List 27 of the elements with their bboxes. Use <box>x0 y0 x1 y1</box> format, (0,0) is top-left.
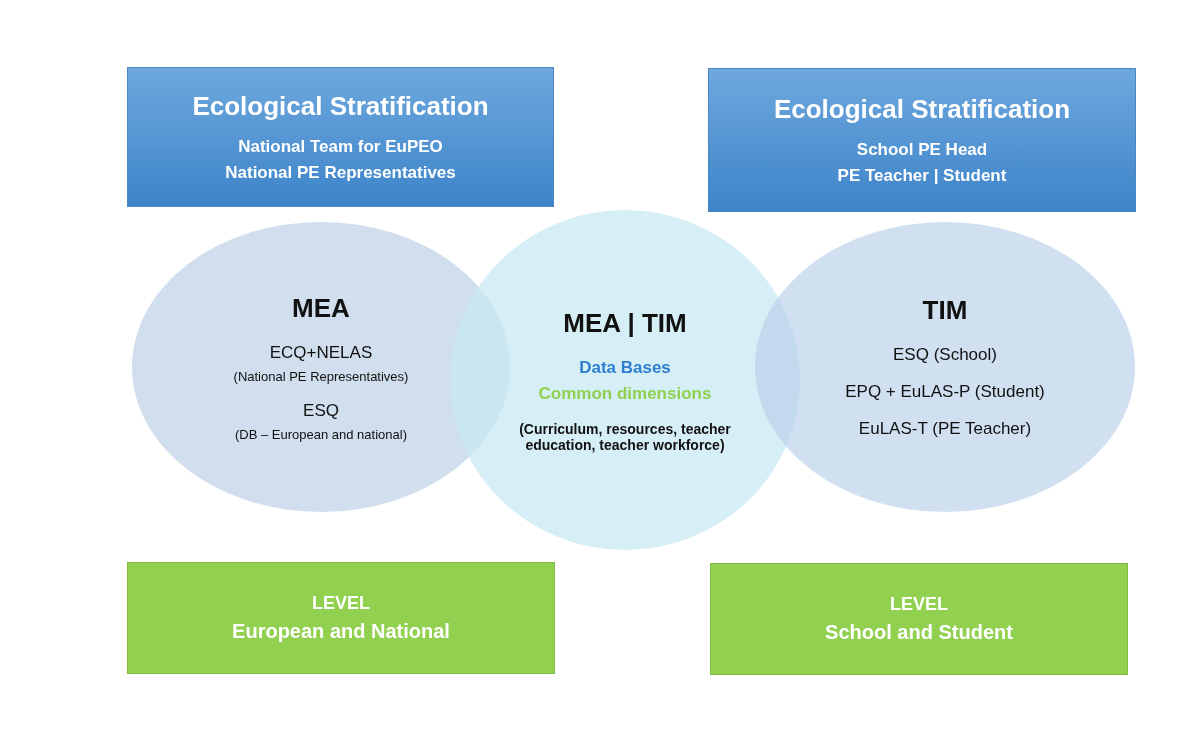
box-text: School PE Head <box>856 140 988 160</box>
stratification-box <box>127 67 554 207</box>
circle-text: Data Bases <box>579 357 671 378</box>
box-heading: Ecological Stratification <box>192 91 489 122</box>
level-label: LEVEL <box>312 593 370 614</box>
level-label: LEVEL <box>890 594 948 615</box>
circle-heading: TIM <box>922 295 968 326</box>
box-text: National PE Representatives <box>225 163 456 183</box>
level-box <box>127 562 555 674</box>
level-value: School and Student <box>825 621 1013 644</box>
circle-note: (Curriculum, resources, teacher education, teacher workforce) <box>518 420 732 453</box>
box-heading: Ecological Stratification <box>773 94 1071 125</box>
level-value: European and National <box>232 620 450 643</box>
box-text: National Team for EuPEO <box>238 137 443 157</box>
circle-heading: MEA | TIM <box>563 307 687 339</box>
circle-heading: MEA <box>292 292 350 324</box>
circle-note: (National PE Representatives) <box>233 368 409 384</box>
level-box <box>710 563 1128 675</box>
stratification-box <box>708 68 1136 212</box>
box-text: PE Teacher | Student <box>837 166 1007 186</box>
circle-text: EuLAS-T (PE Teacher) <box>858 419 1032 439</box>
circle-text: ESQ (School) <box>893 345 997 365</box>
circle-note: (DB – European and national) <box>235 426 407 442</box>
circle-text: ESQ <box>303 400 339 421</box>
circle-text: EPQ + EuLAS-P (Student) <box>845 382 1045 402</box>
circle-text: Common dimensions <box>538 383 712 404</box>
circle-text: ECQ+NELAS <box>269 342 373 363</box>
